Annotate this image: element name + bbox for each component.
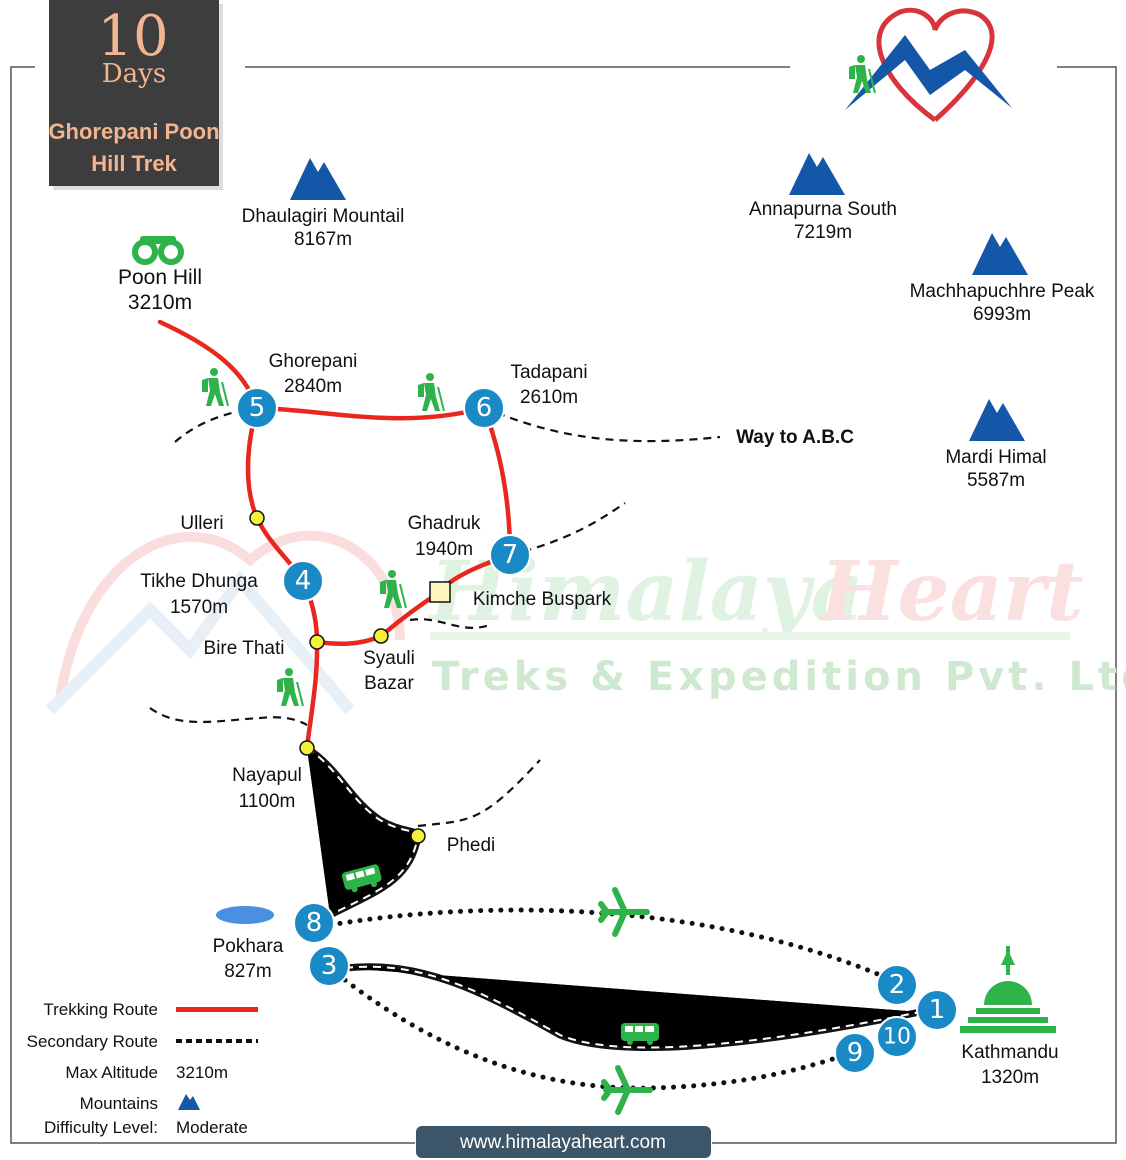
days-number: 10	[97, 4, 168, 69]
svg-text:1940m: 1940m	[415, 539, 473, 560]
mountain-name: Annapurna South	[749, 199, 897, 220]
svg-text:6: 6	[476, 393, 493, 423]
day-markers: 1 2 3 4 5 6 7 8 9 10	[236, 387, 958, 1074]
svg-text:Max Altitude: Max Altitude	[65, 1063, 158, 1082]
svg-text:Poon Hill: Poon Hill	[118, 266, 202, 289]
waypoint-syauli-bazar	[373, 628, 389, 644]
svg-text:Nayapul: Nayapul	[232, 765, 302, 786]
day-marker-5: 5	[236, 387, 278, 429]
watermark-heart: Heart	[818, 544, 1084, 640]
svg-text:7: 7	[502, 540, 519, 570]
svg-text:Ulleri: Ulleri	[180, 513, 223, 534]
day-marker-1: 1	[916, 989, 958, 1031]
day-marker-4: 4	[282, 560, 324, 602]
plane-icon	[604, 1068, 650, 1112]
svg-text:Secondary Route: Secondary Route	[27, 1032, 158, 1051]
svg-text:Pokhara: Pokhara	[213, 936, 284, 957]
kimche-buspark-marker	[429, 581, 451, 603]
stupa-icon	[960, 946, 1056, 1033]
day-marker-2: 2	[876, 964, 918, 1006]
days-label: Days	[102, 59, 166, 89]
svg-text:Difficulty Level:: Difficulty Level:	[44, 1118, 158, 1137]
svg-text:2840m: 2840m	[284, 376, 342, 397]
svg-text:Tikhe Dhunga: Tikhe Dhunga	[140, 571, 258, 592]
svg-text:1100m: 1100m	[239, 791, 296, 812]
day-marker-10: 10	[876, 1016, 918, 1058]
mountain-icon	[290, 158, 346, 200]
hiker-icon	[201, 367, 229, 407]
waypoint-phedi	[410, 828, 426, 844]
svg-text:Mountains: Mountains	[80, 1094, 158, 1113]
svg-text:Bazar: Bazar	[364, 673, 414, 694]
waypoint-ulleri	[249, 510, 265, 526]
website-badge[interactable]: www.himalayaheart.com	[416, 1126, 711, 1158]
svg-text:Kathmandu: Kathmandu	[961, 1042, 1058, 1063]
waypoint-bire-thati	[309, 634, 325, 650]
waypoints	[249, 510, 451, 844]
mountain-altitude: 5587m	[967, 470, 1025, 491]
hiker-icon	[417, 372, 445, 412]
hiker-icon	[276, 667, 304, 707]
waypoint-nayapul	[299, 740, 315, 756]
website-link[interactable]: www.himalayaheart.com	[459, 1132, 666, 1153]
title-card: 10 Days Ghorepani Poon Hill Trek	[48, 0, 223, 190]
svg-text:9: 9	[847, 1038, 864, 1068]
trek-title: Ghorepani Poon	[48, 119, 219, 144]
svg-text:Ghorepani: Ghorepani	[269, 351, 358, 372]
svg-text:1320m: 1320m	[981, 1067, 1039, 1088]
mountain-name: Mardi Himal	[945, 447, 1046, 468]
mountain-altitude: 7219m	[794, 222, 852, 243]
svg-text:2: 2	[889, 970, 906, 1000]
svg-text:Kimche Buspark: Kimche Buspark	[473, 589, 612, 610]
legend: Trekking Route Secondary Route Max Altit…	[27, 1000, 258, 1137]
svg-text:10: 10	[883, 1025, 911, 1050]
phewa-lake-icon	[216, 906, 274, 924]
day-marker-3: 3	[308, 945, 350, 987]
mountain-name: Machhapuchhre Peak	[910, 281, 1095, 302]
day-marker-9: 9	[834, 1032, 876, 1074]
day-marker-7: 7	[489, 534, 531, 576]
map-frame	[10, 66, 1117, 1144]
svg-text:Syauli: Syauli	[363, 648, 415, 669]
himalaya-heart-logo	[845, 7, 1012, 123]
watermark-company: Treks & Expedition Pvt. Ltd.	[432, 654, 1126, 700]
svg-text:1: 1	[929, 995, 946, 1025]
mountain-icon	[969, 399, 1025, 441]
day-marker-8: 8	[293, 902, 335, 944]
mountain-altitude: 6993m	[973, 304, 1031, 325]
svg-text:3: 3	[321, 951, 338, 981]
legend-mountain-icon	[178, 1094, 200, 1110]
binoculars-icon	[132, 236, 184, 265]
svg-text:3210m: 3210m	[128, 291, 192, 314]
svg-text:Phedi: Phedi	[447, 835, 496, 856]
mountain-icon	[789, 153, 845, 195]
svg-text:827m: 827m	[224, 961, 272, 982]
trek-title: Hill Trek	[91, 151, 177, 176]
legend-trek-swatch	[176, 1007, 258, 1012]
mountain-name: Dhaulagiri Mountail	[242, 206, 405, 227]
svg-text:8: 8	[306, 908, 323, 938]
svg-text:Trekking Route: Trekking Route	[43, 1000, 158, 1019]
svg-text:5: 5	[249, 393, 266, 423]
svg-text:Way to A.B.C: Way to A.B.C	[736, 427, 854, 448]
svg-text:Bire Thati: Bire Thati	[204, 638, 285, 659]
svg-text:1570m: 1570m	[170, 597, 228, 618]
mountain-icon	[972, 233, 1028, 275]
svg-text:3210m: 3210m	[176, 1063, 228, 1082]
day-marker-6: 6	[463, 387, 505, 429]
place-labels: Poon Hill 3210m Ghorepani 2840m Tadapani…	[118, 266, 1059, 1088]
svg-text:Ghadruk: Ghadruk	[408, 513, 481, 534]
svg-text:2610m: 2610m	[520, 387, 578, 408]
svg-text:Moderate: Moderate	[176, 1118, 248, 1137]
plane-icon	[601, 890, 647, 934]
svg-text:Tadapani: Tadapani	[510, 362, 587, 383]
svg-text:4: 4	[295, 566, 312, 596]
mountain-altitude: 8167m	[294, 229, 352, 250]
